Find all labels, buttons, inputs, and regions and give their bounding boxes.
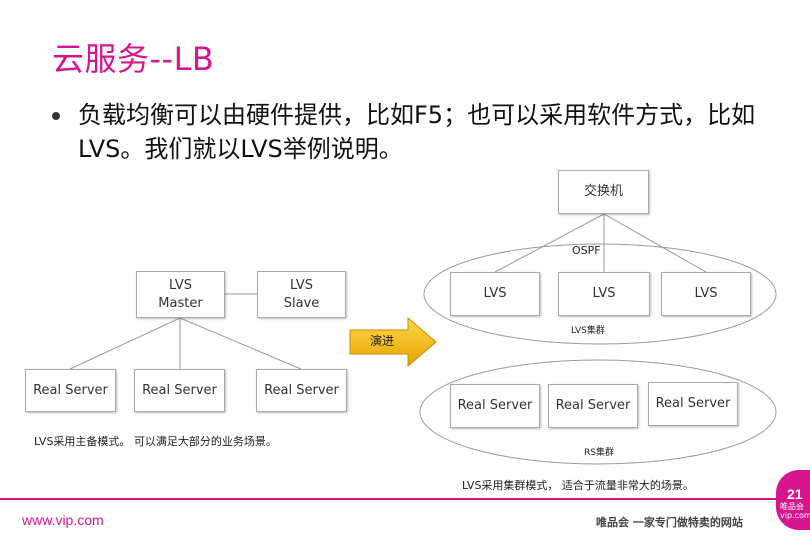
footer-url: www.vip.com (22, 512, 104, 528)
page-number: 21 (787, 486, 803, 502)
lvs-master-line1: LVS (169, 277, 192, 293)
right-real-server-3: Real Server (648, 382, 738, 426)
brand-logo-line1: 唯品会 (780, 502, 804, 511)
right-real-server-1: Real Server (450, 384, 540, 428)
link-master-rs1 (69, 317, 181, 370)
brand-logo: 唯品会 vip.com (780, 502, 810, 520)
switch-box: 交换机 (558, 170, 649, 214)
left-real-server-3: Real Server (256, 369, 347, 412)
footer-slogan: 唯品会 一家专门做特卖的网站 (596, 516, 743, 529)
right-caption: LVS采用集群模式， 适合于流量非常大的场景。 (462, 479, 694, 492)
evolution-label: 演进 (369, 334, 394, 348)
lvs-master-box: LVS Master (136, 271, 225, 318)
lvs-node-1: LVS (450, 272, 540, 316)
rs-cluster-label: RS集群 (584, 448, 614, 458)
page-badge (776, 470, 810, 530)
evolution-arrow (349, 316, 437, 368)
lvs-node-3: LVS (661, 272, 751, 316)
lvs-slave-line2: Slave (283, 295, 320, 311)
left-real-server-2: Real Server (134, 369, 225, 412)
footer-divider (0, 498, 778, 500)
lvs-node-2: LVS (558, 272, 650, 316)
link-switch-lvs1 (494, 213, 605, 273)
left-real-server-1: Real Server (25, 369, 116, 412)
link-switch-lvs3 (603, 213, 707, 273)
lvs-master-line2: Master (158, 295, 203, 311)
lvs-cluster-label: LVS集群 (571, 326, 605, 336)
lvs-slave-box: LVS Slave (257, 271, 346, 318)
right-real-server-2: Real Server (548, 384, 638, 428)
brand-logo-line2: vip.com (780, 511, 810, 520)
left-caption: LVS采用主备模式。 可以满足大部分的业务场景。 (34, 435, 277, 448)
link-master-rs3 (179, 317, 302, 370)
bullet-marker (52, 112, 60, 120)
lvs-slave-line1: LVS (290, 277, 313, 293)
bullet-text: 负载均衡可以由硬件提供，比如F5；也可以采用软件方式，比如LVS。我们就以LVS… (78, 101, 756, 163)
slide-title: 云服务--LB (52, 40, 215, 78)
ospf-label: OSPF (572, 244, 601, 257)
